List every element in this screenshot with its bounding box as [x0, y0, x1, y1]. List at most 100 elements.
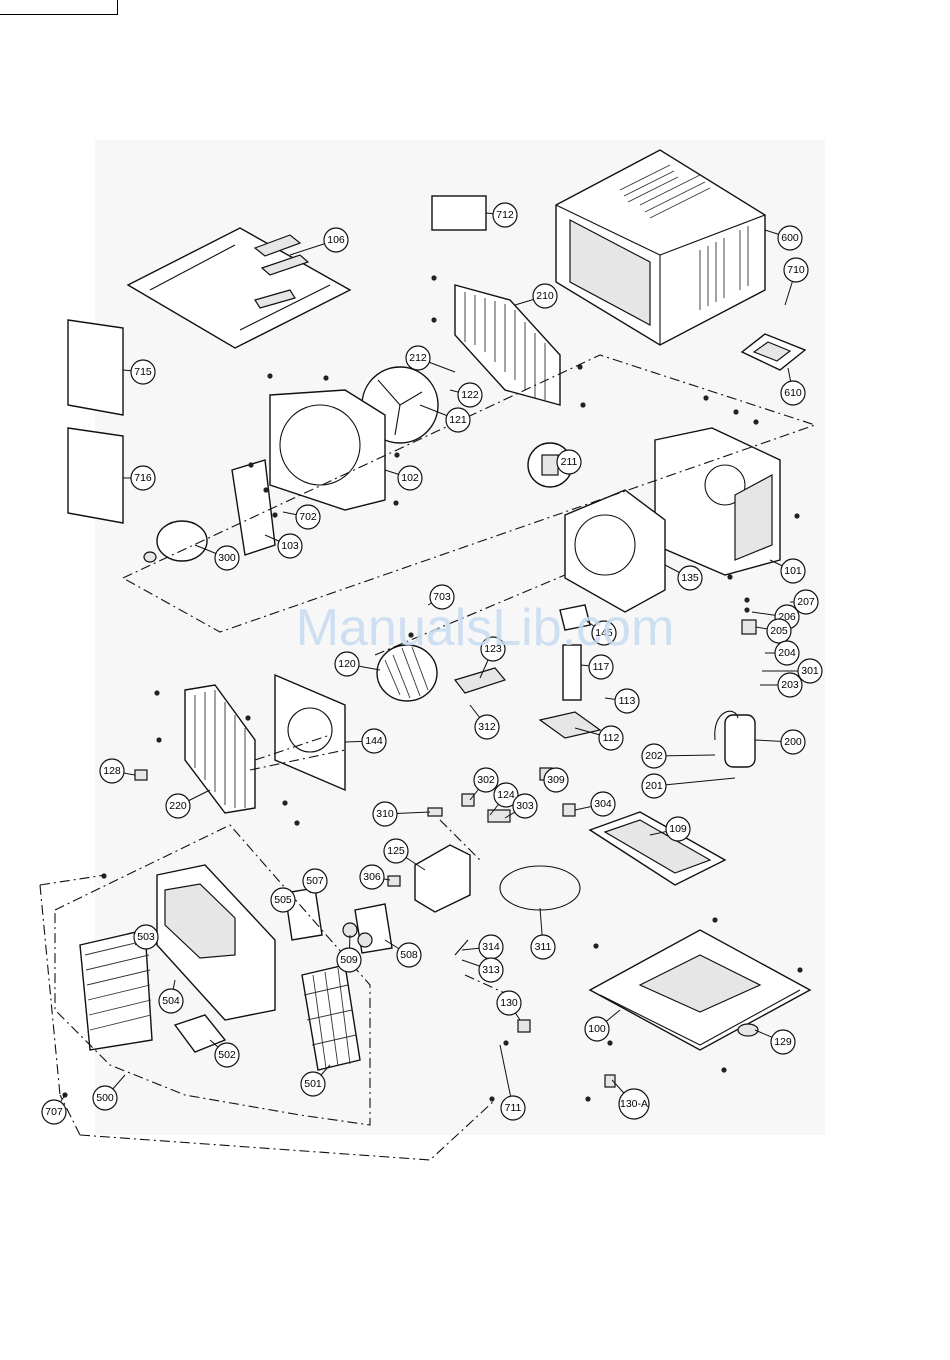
callout-label: 314 — [482, 941, 500, 953]
callout-312: 312 — [475, 715, 499, 739]
screw-marker — [580, 402, 585, 407]
screw-marker — [489, 1096, 494, 1101]
callout-label: 121 — [449, 414, 467, 426]
callout-label: 509 — [340, 954, 358, 966]
part-302-drawing — [462, 794, 474, 806]
callout-211: 211 — [557, 450, 581, 474]
screw-marker — [721, 1067, 726, 1072]
callout-112: 112 — [599, 726, 623, 750]
callout-label: 303 — [516, 800, 534, 812]
screw-marker — [744, 597, 749, 602]
callout-304: 304 — [591, 792, 615, 816]
callout-label: 144 — [365, 735, 383, 747]
callout-502: 502 — [215, 1043, 239, 1067]
callout-label: 312 — [478, 721, 496, 733]
callout-label: 300 — [218, 552, 236, 564]
callout-600: 600 — [778, 226, 802, 250]
callout-label: 101 — [784, 565, 802, 577]
callout-306: 306 — [360, 865, 384, 889]
screw-marker — [503, 1040, 508, 1045]
callout-label: 309 — [547, 774, 565, 786]
part-303-drawing — [488, 810, 510, 822]
screw-marker — [607, 1040, 612, 1045]
screw-kit-box — [432, 196, 486, 230]
screw-marker — [154, 690, 159, 695]
callout-715: 715 — [131, 360, 155, 384]
callout-label: 211 — [561, 456, 578, 468]
callout-205: 205 — [767, 619, 791, 643]
callout-label: 212 — [409, 352, 427, 364]
screw-marker — [323, 375, 328, 380]
callout-label: 210 — [536, 290, 554, 302]
callout-505: 505 — [271, 888, 295, 912]
callout-610: 610 — [781, 381, 805, 405]
callout-103: 103 — [278, 534, 302, 558]
callout-313: 313 — [479, 958, 503, 982]
callout-303: 303 — [513, 794, 537, 818]
screw-marker — [431, 275, 436, 280]
callout-label: 610 — [784, 387, 802, 399]
screw-marker — [431, 317, 436, 322]
callout-label: 711 — [505, 1102, 522, 1114]
callout-label: 120 — [338, 658, 356, 670]
callout-label: 135 — [681, 572, 699, 584]
callout-109: 109 — [666, 817, 690, 841]
callout-212: 212 — [406, 346, 430, 370]
callout-label: 507 — [306, 875, 324, 887]
callout-201: 201 — [642, 774, 666, 798]
part-130-drawing — [518, 1020, 530, 1032]
screw-marker — [394, 452, 399, 457]
manual-716-drawing — [68, 428, 123, 523]
callout-311: 311 — [531, 935, 555, 959]
callout-label: 129 — [774, 1036, 792, 1048]
callout-label: 503 — [137, 931, 155, 943]
callout-117: 117 — [589, 655, 613, 679]
callout-label: 201 — [645, 780, 663, 792]
screw-marker — [245, 715, 250, 720]
callout-500: 500 — [93, 1086, 117, 1110]
callout-label: 122 — [461, 389, 479, 401]
screw-marker — [727, 574, 732, 579]
callout-label: 710 — [787, 264, 805, 276]
callout-210: 210 — [533, 284, 557, 308]
callout-label: 204 — [778, 647, 796, 659]
callout-121: 121 — [446, 408, 470, 432]
callout-label: 117 — [593, 661, 610, 673]
screw-marker — [267, 373, 272, 378]
callout-712: 712 — [493, 203, 517, 227]
callout-100: 100 — [585, 1017, 609, 1041]
watermark-text: ManualsLib.com — [296, 599, 675, 657]
compressor-drawing — [725, 715, 755, 767]
callout-label: 508 — [400, 949, 418, 961]
screw-marker — [101, 873, 106, 878]
screw-marker — [248, 462, 253, 467]
screw-marker — [272, 512, 277, 517]
callout-707: 707 — [42, 1100, 66, 1124]
callout-label: 712 — [496, 209, 514, 221]
callout-label: 304 — [594, 798, 612, 810]
callout-label: 130 — [500, 997, 518, 1009]
callout-130: 130 — [497, 991, 521, 1015]
part-128-drawing — [135, 770, 147, 780]
screw-marker — [753, 419, 758, 424]
part-205-drawing — [742, 620, 756, 634]
callout-129: 129 — [771, 1030, 795, 1054]
callout-label: 113 — [619, 695, 636, 707]
callout-label: 716 — [134, 472, 152, 484]
callout-label: 302 — [477, 774, 495, 786]
callout-label: 311 — [535, 941, 552, 953]
callout-503: 503 — [134, 925, 158, 949]
callout-113: 113 — [615, 689, 639, 713]
callout-202: 202 — [642, 744, 666, 768]
screw-marker — [263, 487, 268, 492]
callout-508: 508 — [397, 943, 421, 967]
callout-501: 501 — [301, 1072, 325, 1096]
part-310-drawing — [428, 808, 442, 816]
screw-marker — [393, 500, 398, 505]
callout-label: 220 — [169, 800, 187, 812]
callout-label: 203 — [781, 679, 799, 691]
callout-130-A: 130-A — [619, 1089, 649, 1119]
callout-label: 100 — [588, 1023, 606, 1035]
callout-label: 109 — [669, 823, 687, 835]
callout-711: 711 — [501, 1096, 525, 1120]
